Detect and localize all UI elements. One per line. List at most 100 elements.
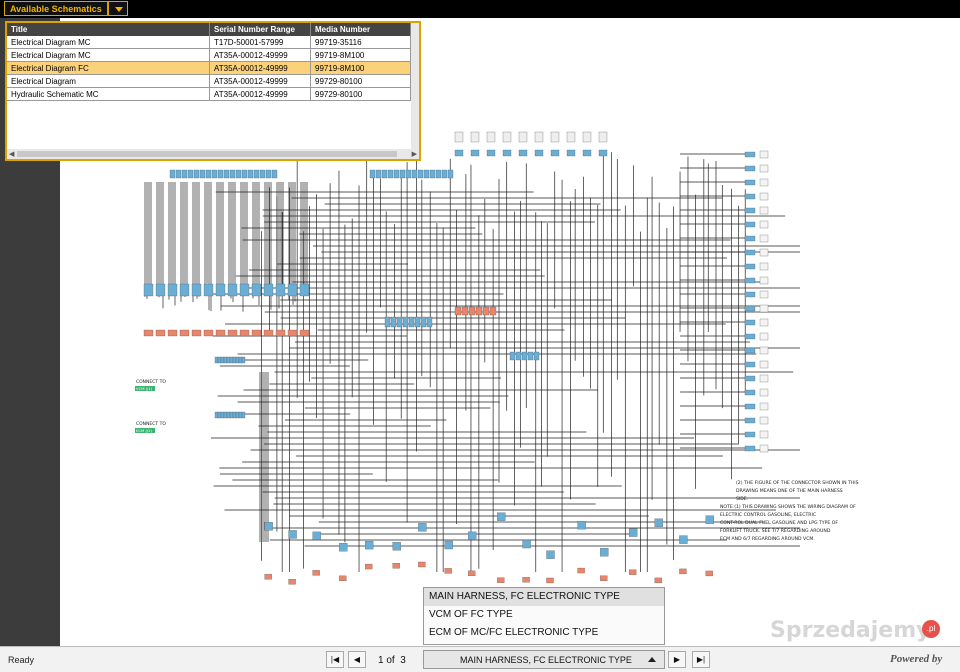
column-header-title[interactable]: Title	[7, 23, 210, 36]
last-page-icon: ▶|	[696, 655, 706, 664]
connector-block	[744, 445, 756, 452]
connector-block	[312, 570, 320, 576]
page-current: 1	[378, 655, 384, 666]
note-line: SIDE.	[736, 496, 748, 502]
connector-block	[402, 316, 409, 328]
connector-block	[235, 169, 242, 179]
connector-block	[759, 234, 769, 243]
diagram-notes: (2) THE FIGURE OF THE CONNECTOR SHOWN IN…	[720, 480, 859, 542]
connector-block	[259, 169, 266, 179]
schematics-list-popup[interactable]: Title Serial Number Range Media Number E…	[5, 21, 421, 161]
connector-block	[515, 351, 522, 361]
connect-vcm-label: CONNECT TO VCM (J1)	[135, 379, 166, 391]
sheet-option[interactable]: ECM OF MC/FC ELECTRONIC TYPE	[429, 627, 599, 638]
connector-block	[759, 220, 769, 229]
first-page-button[interactable]: |◀	[326, 651, 344, 668]
table-cell-media: 99719-8M100	[310, 61, 411, 75]
table-cell-serial: AT35A-00012-49999	[209, 61, 311, 75]
connector-block	[497, 512, 506, 521]
page-indicator: 1 of 3	[378, 655, 406, 666]
scrollbar-thumb[interactable]	[17, 151, 397, 157]
chevron-up-icon[interactable]	[648, 657, 656, 662]
sheet-option[interactable]: MAIN HARNESS, FC ELECTRONIC TYPE	[424, 588, 664, 606]
scroll-left-icon[interactable]: ◀	[9, 151, 15, 158]
horizontal-scrollbar[interactable]: ◀ ▶	[7, 149, 419, 159]
scroll-right-icon[interactable]: ▶	[411, 151, 417, 158]
connector-block	[235, 356, 240, 364]
note-line: (2) THE FIGURE OF THE CONNECTOR SHOWN IN…	[736, 480, 859, 486]
connector-block	[502, 131, 512, 143]
top-toolbar: Available Schematics	[0, 0, 960, 18]
connector-block	[418, 561, 426, 568]
connector-block	[251, 283, 262, 297]
connector-block	[387, 169, 394, 179]
available-schematics-button[interactable]: Available Schematics	[4, 1, 108, 16]
connector-block	[365, 563, 373, 570]
connector-block	[468, 570, 476, 577]
connector-block	[759, 262, 769, 271]
connector-block	[527, 351, 534, 361]
next-page-button[interactable]: ▶	[668, 651, 686, 668]
column-header-media[interactable]: Media Number	[310, 23, 411, 36]
connector-block	[211, 169, 218, 179]
svg-text:ECM (J1): ECM (J1)	[136, 428, 153, 433]
connector-block	[759, 150, 769, 159]
connector-block	[396, 316, 403, 328]
connector-block	[521, 351, 528, 361]
connector-block	[365, 540, 374, 550]
connector-block	[179, 283, 190, 297]
connector-block	[239, 283, 250, 297]
table-cell-serial: AT35A-00012-49999	[209, 87, 311, 101]
connector-block	[577, 521, 586, 530]
wiring-diagram[interactable]: CONNECT TO VCM (J1) CONNECT TO ECM (J1) …	[60, 72, 960, 646]
connector-block	[253, 169, 260, 179]
connector-block	[744, 193, 756, 200]
connector-block	[447, 169, 454, 179]
connector-block	[187, 169, 194, 179]
connector-block	[759, 430, 769, 439]
last-page-button[interactable]: ▶|	[692, 651, 710, 668]
connector-block	[299, 283, 310, 297]
vertical-scrollbar[interactable]	[411, 23, 419, 149]
connector-block	[312, 531, 321, 541]
chevron-down-icon[interactable]	[108, 1, 128, 16]
connector-block	[679, 535, 688, 544]
connector-block	[264, 574, 272, 580]
connector-block	[744, 151, 756, 158]
connector-block	[454, 131, 464, 143]
connector-block	[191, 329, 202, 337]
connector-block	[759, 248, 769, 257]
page-of: of	[386, 655, 395, 666]
connector-block	[444, 568, 452, 574]
connector-block	[598, 149, 608, 157]
connector-block	[522, 539, 531, 549]
connector-block	[744, 291, 756, 298]
connector-block	[143, 329, 154, 337]
connector-block	[744, 305, 756, 312]
connector-block	[759, 192, 769, 201]
connector-block	[223, 411, 228, 419]
connector-block	[220, 411, 225, 419]
note-line: ECM AND 6/7 REGARDING AROUND VCM.	[720, 536, 815, 542]
connector-block	[423, 169, 430, 179]
diagram-page[interactable]: CONNECT TO VCM (J1) CONNECT TO ECM (J1) …	[60, 72, 960, 646]
connector-block	[759, 346, 769, 355]
connector-block	[759, 360, 769, 369]
column-header-serial[interactable]: Serial Number Range	[209, 23, 311, 36]
connector-block	[414, 316, 421, 328]
connector-block	[143, 283, 154, 297]
connector-block	[241, 356, 246, 364]
schematics-table: Title Serial Number Range Media Number E…	[7, 23, 411, 101]
sheet-select[interactable]: MAIN HARNESS, FC ELECTRONIC TYPE	[423, 650, 665, 669]
connector-block	[408, 316, 415, 328]
sheet-dropdown-menu[interactable]: MAIN HARNESS, FC ELECTRONIC TYPE VCM OF …	[423, 587, 665, 645]
previous-page-button[interactable]: ◀	[348, 651, 366, 668]
connector-block	[205, 169, 212, 179]
connector-block	[287, 329, 298, 337]
sheet-option[interactable]: VCM OF FC TYPE	[429, 609, 513, 620]
